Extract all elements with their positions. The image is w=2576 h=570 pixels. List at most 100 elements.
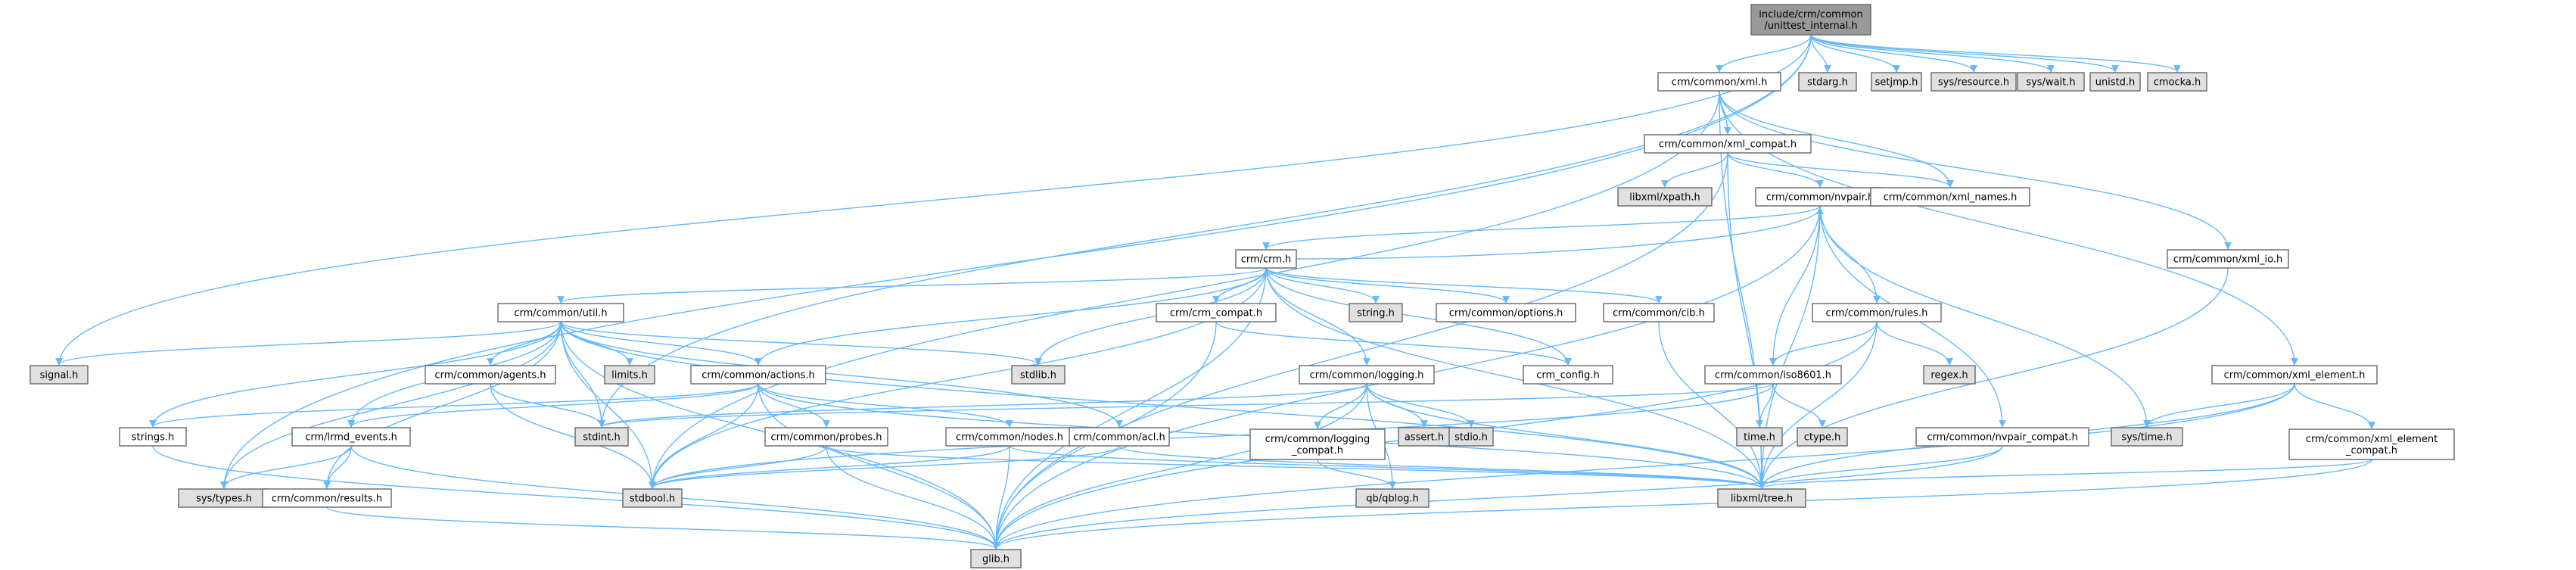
edge-actions-to-strings <box>149 383 759 428</box>
node-iso8601[interactable]: crm/common/iso8601.h <box>1704 365 1842 385</box>
edge-crm-to-stdlib <box>1034 267 1267 366</box>
edge-logging_compat-to-qblog <box>1317 459 1396 489</box>
edge-actions-to-nodes <box>758 383 1013 428</box>
node-actions[interactable]: crm/common/actions.h <box>690 365 826 385</box>
edge-agents-to-stdbool <box>490 383 656 489</box>
node-box <box>119 427 187 447</box>
edge-xml-to-xml_io <box>1719 90 2232 250</box>
node-probes[interactable]: crm/common/probes.h <box>764 427 888 447</box>
node-box <box>2288 428 2455 460</box>
node-label: qb/qblog.h <box>1366 494 1419 505</box>
node-label: regex.h <box>1930 370 1968 382</box>
node-stdio: stdio.h <box>1448 427 1494 447</box>
node-box <box>1657 72 1781 92</box>
node-box <box>2167 249 2289 269</box>
node-xml-names[interactable]: crm/common/xml_names.h <box>1870 187 2030 207</box>
node-string: string.h <box>1349 303 1403 322</box>
node-unittest-internal[interactable]: include/crm/common/unittest_internal.h <box>1750 4 1871 36</box>
node-logging[interactable]: crm/common/logging.h <box>1299 365 1435 385</box>
node-box <box>1398 427 1451 447</box>
edge-util-to-stdbool <box>560 321 656 489</box>
node-cib[interactable]: crm/common/cib.h <box>1603 303 1715 322</box>
edge-agents-to-stdint <box>490 383 605 428</box>
edge-crm-to-cib <box>1265 267 1663 304</box>
node-xml-io[interactable]: crm/common/xml_io.h <box>2167 249 2289 269</box>
node-results[interactable]: crm/common/results.h <box>262 488 392 508</box>
edge-util-to-libxml_tree <box>560 321 1766 489</box>
node-box <box>764 427 888 447</box>
node-util[interactable]: crm/common/util.h <box>497 303 624 322</box>
edge-actions-to-probes <box>758 383 830 428</box>
edge-cib-to-libxml_tree <box>1658 321 1766 489</box>
node-label: signal.h <box>40 370 79 382</box>
edge-logging-to-stdio <box>1366 383 1475 428</box>
node-crm-compat[interactable]: crm/crm_compat.h <box>1156 303 1277 322</box>
edge-actions-to-stdbool <box>649 383 759 489</box>
node-box <box>1930 72 2017 92</box>
edge-xml_compat-to-glib <box>992 152 1728 550</box>
node-box <box>291 427 411 447</box>
node-agents[interactable]: crm/common/agents.h <box>425 365 556 385</box>
node-xml-element-compat[interactable]: crm/common/xml_element_compat.h <box>2288 428 2455 460</box>
node-label: crm/common/xml_names.h <box>1884 192 2018 204</box>
node-box <box>262 488 392 508</box>
edge-crm-to-nvpair <box>1296 207 1824 260</box>
node-nodes[interactable]: crm/common/nodes.h <box>945 427 1074 447</box>
node-label: ctype.h <box>1804 432 1841 444</box>
edge-util-to-agents <box>487 321 562 366</box>
edge-xml_io-to-libxml_tree <box>1758 267 2229 489</box>
node-xml-element[interactable]: crm/common/xml_element.h <box>2211 365 2378 385</box>
node-libxml-xpath: libxml/xpath.h <box>1617 187 1713 207</box>
node-libxml-tree: libxml/tree.h <box>1717 488 1806 508</box>
node-label: stdio.h <box>1454 432 1488 444</box>
node-nvpair-compat[interactable]: crm/common/nvpair_compat.h <box>1915 427 2089 447</box>
node-label: _compat.h <box>2345 445 2397 456</box>
node-label: crm/common/xml_compat.h <box>1659 139 1797 151</box>
node-label: setjmp.h <box>1875 77 1918 89</box>
node-nvpair[interactable]: crm/common/nvpair.h <box>1755 187 1885 207</box>
edge-unittest_internal-to-signal <box>55 34 1812 366</box>
node-crm-config[interactable]: crm_config.h <box>1523 365 1613 385</box>
node-box <box>1249 428 1386 460</box>
node-options[interactable]: crm/common/options.h <box>1436 303 1576 322</box>
edge-unittest_internal-to-sys_wait <box>1810 34 2055 73</box>
node-label: crm/common/xml_element.h <box>2224 370 2366 382</box>
node-label: crm/common/options.h <box>1449 308 1563 319</box>
edge-crm-to-crm_config <box>1265 267 1572 366</box>
node-box <box>178 488 270 508</box>
node-acl[interactable]: crm/common/acl.h <box>1069 427 1170 447</box>
node-xml[interactable]: crm/common/xml.h <box>1657 72 1781 92</box>
node-lrmd-events[interactable]: crm/lrmd_events.h <box>291 427 411 447</box>
node-label: limits.h <box>611 370 648 382</box>
node-label: crm/common/rules.h <box>1826 308 1928 319</box>
node-box <box>1235 249 1297 269</box>
node-label: crm/common/probes.h <box>771 432 882 444</box>
edge-iso8601-to-ctype <box>1772 383 1826 428</box>
edge-crm-to-options <box>1265 267 1510 304</box>
node-strings[interactable]: strings.h <box>119 427 187 447</box>
edge-lrmd_events-to-results <box>323 445 352 489</box>
node-label: stdlib.h <box>1020 370 1056 382</box>
node-box <box>945 427 1074 447</box>
node-box <box>1603 303 1715 322</box>
node-crm[interactable]: crm/crm.h <box>1235 249 1297 269</box>
node-box <box>1069 427 1170 447</box>
edge-util-to-actions <box>560 321 762 366</box>
node-sys-resource: sys/resource.h <box>1930 72 2017 92</box>
node-logging-compat[interactable]: crm/common/logging_compat.h <box>1249 428 1386 460</box>
node-label: crm/common/agents.h <box>434 370 546 382</box>
node-box <box>1644 134 1812 154</box>
edge-crm-to-util <box>557 267 1267 304</box>
node-label: sys/types.h <box>196 494 252 505</box>
edge-nodes-to-stdbool <box>649 445 1010 489</box>
node-label: crm/common/acl.h <box>1073 432 1165 444</box>
node-box <box>1736 427 1783 447</box>
edge-unittest_internal-to-sys_types <box>220 34 1812 489</box>
node-label: crm/common/xml_element <box>2306 434 2438 445</box>
node-box <box>425 365 556 385</box>
node-label: crm/common/nvpair_compat.h <box>1927 432 2077 444</box>
node-label: include/crm/common <box>1759 9 1862 20</box>
node-xml-compat[interactable]: crm/common/xml_compat.h <box>1644 134 1812 154</box>
node-cmocka: cmocka.h <box>2147 72 2207 92</box>
node-rules[interactable]: crm/common/rules.h <box>1812 303 1942 322</box>
